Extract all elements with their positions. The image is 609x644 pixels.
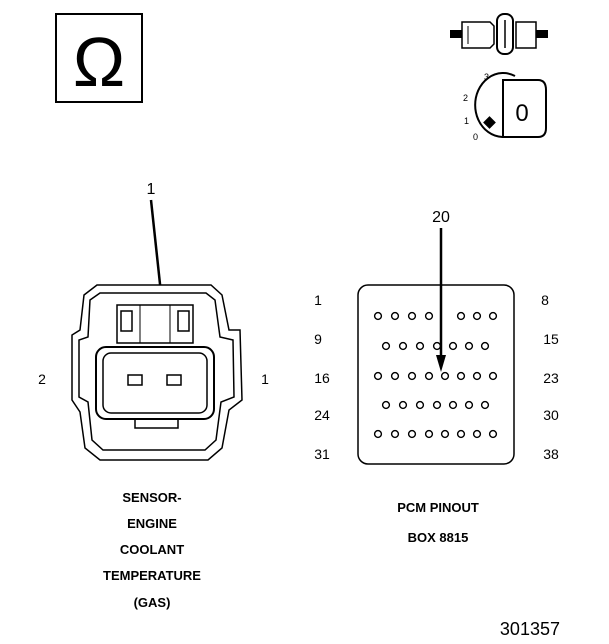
pcm-pin-35 [456,429,466,439]
pcm-pin-27 [448,400,458,410]
pcm-pin-26 [432,400,442,410]
pcm-row-label-left-5: 31 [314,446,330,462]
sensor-caption: SENSOR- ENGINE COOLANT TEMPERATURE (GAS) [103,490,201,610]
ignition-key-label: 0 [515,100,528,127]
sensor-connector: 2 1 [38,284,269,461]
pcm-row-labels-right: 8 15 23 30 38 [541,292,559,462]
pcm-pin-36 [472,429,482,439]
ignition-position-1: 1 [464,116,469,126]
sensor-caption-line-1: SENSOR- [122,490,181,505]
pcm-pinout-box [357,284,515,465]
sensor-caption-line-4: TEMPERATURE [103,568,201,583]
pcm-pin-14 [480,341,490,351]
pcm-pin-11 [432,341,442,351]
pcm-pin-9 [398,341,408,351]
disconnect-connector-icon [450,13,548,55]
pcm-pin-13 [464,341,474,351]
pcm-pin-23 [381,400,391,410]
pcm-pin-7 [488,311,498,321]
pcm-pin-21 [472,371,482,381]
ignition-position-0: 0 [473,132,478,142]
sensor-pin-right-label: 1 [261,371,269,387]
pcm-pin-16 [390,371,400,381]
pcm-pin-34 [440,429,450,439]
pcm-pin-5 [456,311,466,321]
pcm-row-label-right-4: 30 [543,407,559,423]
callout-1-label: 1 [147,181,156,198]
figure-number: 301357 [500,619,560,639]
pcm-pin-32 [407,429,417,439]
pcm-pin-3 [407,311,417,321]
pcm-row-label-right-3: 23 [543,370,559,386]
pcm-pin-33 [424,429,434,439]
pcm-pin-28 [464,400,474,410]
pcm-pin-8 [381,341,391,351]
pcm-row-label-right-1: 8 [541,292,549,308]
pcm-pin-25 [415,400,425,410]
sensor-pin-left-label: 2 [38,371,46,387]
pcm-row-label-left-3: 16 [314,370,330,386]
pcm-caption-line-2: BOX 8815 [408,530,469,545]
sensor-caption-line-3: COOLANT [120,542,184,557]
pcm-pin-30 [373,429,383,439]
pcm-pin-2 [390,311,400,321]
sensor-pin-1 [166,374,182,386]
ohm-icon: Ω [73,23,125,101]
pcm-row-labels-left: 1 9 16 24 31 [314,292,330,462]
pcm-pin-19 [440,371,450,381]
pcm-pin-10 [415,341,425,351]
ignition-position-2: 2 [463,93,468,103]
pcm-pin-22 [488,371,498,381]
pcm-row-label-left-4: 24 [314,407,330,423]
pcm-pin-6 [472,311,482,321]
pcm-row-label-right-5: 38 [543,446,559,462]
sensor-pin-2 [127,374,143,386]
ohmmeter-symbol: Ω [55,13,143,103]
callout-20-label: 20 [432,209,450,226]
pcm-pin-grid [373,311,498,439]
pcm-pin-18 [424,371,434,381]
pcm-pin-29 [480,400,490,410]
pcm-row-label-left-2: 9 [314,331,322,347]
pcm-pin-12 [448,341,458,351]
sensor-caption-line-2: ENGINE [127,516,177,531]
pcm-row-label-right-2: 15 [543,331,559,347]
callout-20: 20 [432,209,450,372]
pcm-pin-1 [373,311,383,321]
sensor-caption-line-5: (GAS) [134,595,171,610]
pcm-pin-37 [488,429,498,439]
pcm-pin-15 [373,371,383,381]
pcm-pin-31 [390,429,400,439]
ignition-switch-icon: 3 2 1 0 0 [463,72,547,142]
pcm-caption-line-1: PCM PINOUT [397,500,479,515]
pcm-caption: PCM PINOUT BOX 8815 [397,500,479,545]
pcm-row-label-left-1: 1 [314,292,322,308]
pcm-pin-4 [424,311,434,321]
pcm-pin-17 [407,371,417,381]
pcm-pin-20 [456,371,466,381]
ignition-position-3: 3 [484,72,489,82]
pcm-pin-24 [398,400,408,410]
